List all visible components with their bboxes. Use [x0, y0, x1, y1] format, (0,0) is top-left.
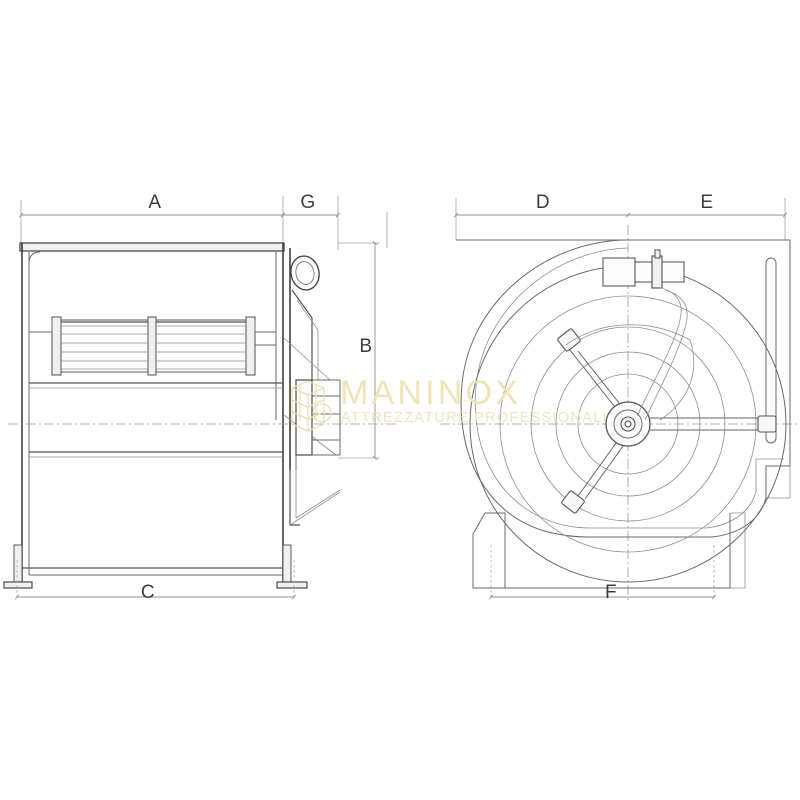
dimension-label-B: B [359, 336, 372, 357]
motor-terminal-box [602, 249, 685, 289]
spider-bolt-pads [557, 328, 777, 514]
dimension-label-D: D [536, 192, 550, 213]
outlet-flange [283, 248, 341, 526]
front-elevation-view: A G B [3, 192, 398, 603]
side-extension-lines [455, 198, 786, 240]
lifting-eye-icon [290, 255, 320, 291]
side-elevation-view: D E [440, 192, 798, 603]
base-feet-front [3, 544, 308, 589]
front-extension-lines [20, 196, 388, 250]
inlet-shoulders [29, 320, 276, 346]
housing-lower [29, 451, 283, 458]
motor-cable [636, 287, 688, 421]
dimension-label-C: C [141, 582, 155, 603]
housing-deck [29, 382, 283, 389]
dimension-label-F: F [605, 582, 617, 603]
dimension-G: G [280, 192, 341, 218]
dimension-B: B [338, 240, 380, 461]
base-pedestal-side [472, 512, 746, 589]
scroll-housing [460, 239, 791, 538]
cube-box-icon [291, 380, 332, 432]
impeller-hub-spider [557, 324, 777, 514]
watermark-tagline: ATTREZZATURE PROFESSIONALI [341, 410, 608, 426]
impeller-circles [469, 265, 787, 583]
impeller-drum [51, 316, 256, 376]
dimension-F: F [488, 545, 717, 603]
dimension-label-A: A [148, 192, 161, 213]
dimension-E: E [625, 192, 788, 218]
watermark-brand: MANINOX [340, 374, 521, 412]
dimension-A: A [18, 192, 286, 218]
fan-housing-front [19, 242, 285, 585]
watermark: MANINOX ATTREZZATURE PROFESSIONALI [291, 374, 608, 432]
dimension-D: D [453, 192, 631, 218]
side-mounting-plate [765, 257, 777, 444]
dimension-C: C [14, 560, 297, 603]
dimension-label-E: E [700, 192, 713, 213]
dimension-label-G: G [300, 192, 315, 213]
